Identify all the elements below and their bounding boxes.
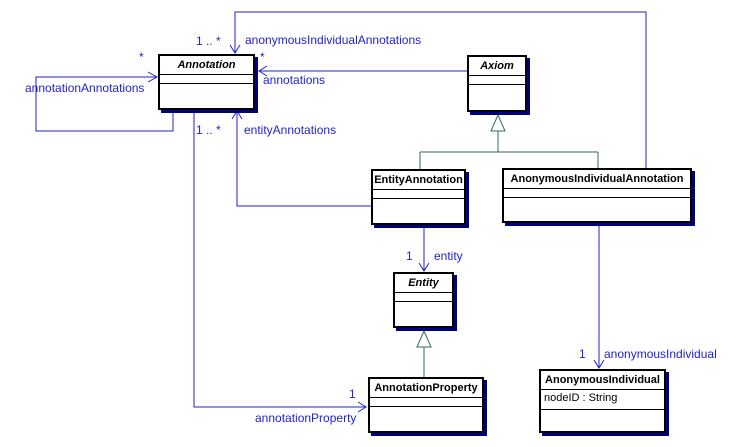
open-arrowhead bbox=[418, 262, 430, 272]
open-arrowhead bbox=[231, 110, 243, 120]
multiplicity-entityAnnotations: 1 .. * bbox=[196, 123, 221, 137]
class-box-entity: Entity bbox=[393, 272, 454, 328]
class-box-anonymous-individual: AnonymousIndividual nodeID : String bbox=[539, 369, 666, 433]
attributes-compartment: nodeID : String bbox=[541, 389, 664, 409]
association-label-anonymousIndividualAnnotations: anonymousIndividualAnnotations bbox=[245, 33, 422, 47]
multiplicity-annotations: * bbox=[260, 50, 265, 64]
open-arrowhead bbox=[258, 65, 268, 77]
association-edge-entity bbox=[418, 225, 430, 272]
operations-compartment bbox=[469, 84, 525, 110]
operations-compartment bbox=[160, 83, 253, 108]
class-box-annotation-property: AnnotationProperty bbox=[368, 377, 484, 433]
association-edge-annotationProperty bbox=[193, 110, 367, 413]
operations-compartment bbox=[373, 198, 464, 223]
multiplicity-annotationProperty: 1 bbox=[349, 387, 356, 401]
open-arrowhead bbox=[147, 71, 159, 83]
association-label-annotations: annotations bbox=[263, 73, 326, 87]
class-title: Entity bbox=[408, 277, 439, 289]
class-box-axiom: Axiom bbox=[467, 55, 527, 112]
attributes-compartment bbox=[504, 188, 690, 197]
attributes-compartment bbox=[160, 74, 253, 83]
association-label-entity: entity bbox=[434, 249, 463, 263]
association-label-annotationAnnotations: annotationAnnotations bbox=[25, 81, 145, 95]
generalization-triangle bbox=[416, 329, 432, 348]
association-edge-annotations bbox=[258, 65, 467, 77]
association-line bbox=[234, 11, 647, 168]
attributes-compartment bbox=[395, 292, 452, 301]
association-line bbox=[193, 110, 366, 408]
class-title: Axiom bbox=[480, 60, 514, 72]
attributes-compartment bbox=[469, 75, 525, 84]
multiplicity-anonymousIndividualAnnotations: 1 .. * bbox=[196, 34, 221, 48]
class-box-anonymous-individual-annotation: AnonymousIndividualAnnotation bbox=[502, 168, 692, 223]
association-edge-annotationAnnotations bbox=[35, 71, 174, 132]
open-arrowhead bbox=[357, 401, 367, 413]
class-title: AnnotationProperty bbox=[374, 382, 478, 394]
association-edge-anonymousIndividualAnnotations bbox=[229, 11, 647, 168]
multiplicity-annotationAnnotations: * bbox=[139, 50, 144, 64]
class-title: AnonymousIndividualAnnotation bbox=[510, 173, 684, 185]
association-label-anonymousIndividual: anonymousIndividual bbox=[604, 347, 717, 361]
operations-compartment bbox=[395, 301, 452, 326]
class-title: AnonymousIndividual bbox=[545, 374, 660, 386]
open-arrowhead bbox=[593, 359, 605, 369]
association-label-entityAnnotations: entityAnnotations bbox=[244, 123, 337, 137]
operations-compartment bbox=[370, 406, 482, 431]
attributes-compartment bbox=[373, 189, 464, 198]
operations-compartment bbox=[541, 409, 664, 431]
association-line bbox=[236, 111, 371, 207]
open-arrowhead bbox=[229, 44, 241, 54]
operations-compartment bbox=[504, 197, 690, 221]
class-title: EntityAnnotation bbox=[374, 174, 463, 186]
class-attribute: nodeID : String bbox=[544, 392, 618, 404]
multiplicity-entity: 1 bbox=[406, 249, 413, 263]
class-box-annotation: Annotation bbox=[158, 54, 255, 110]
generalization-triangle bbox=[490, 113, 506, 132]
class-title: Annotation bbox=[177, 59, 236, 71]
class-box-entity-annotation: EntityAnnotation bbox=[371, 169, 466, 225]
multiplicity-anonymousIndividual: 1 bbox=[579, 347, 586, 361]
association-line bbox=[35, 76, 174, 132]
generalization-edge-entity bbox=[416, 329, 432, 377]
generalization-edge-axiom bbox=[419, 113, 599, 169]
attributes-compartment bbox=[370, 397, 482, 406]
association-edge-anonymousIndividual bbox=[593, 223, 605, 369]
association-label-annotationProperty: annotationProperty bbox=[255, 411, 357, 425]
association-edge-entityAnnotations bbox=[231, 110, 371, 207]
